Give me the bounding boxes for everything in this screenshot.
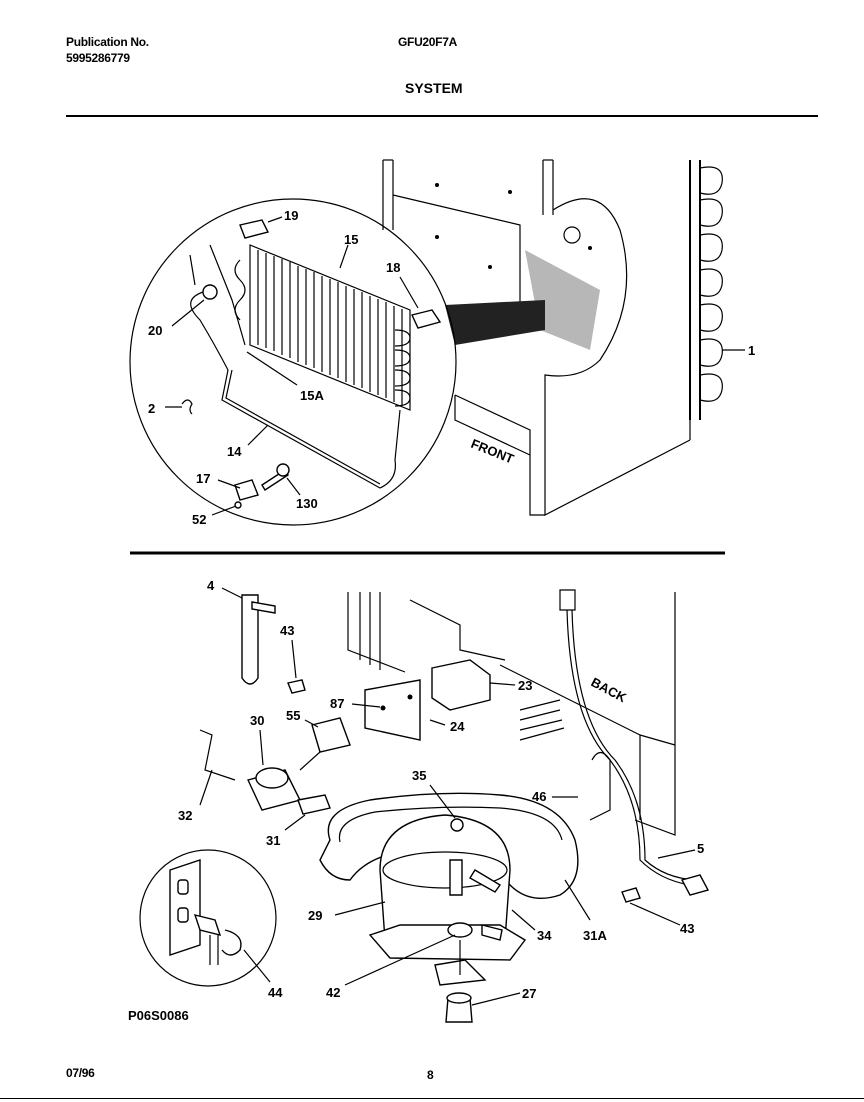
callout-31: 31 [266,833,280,848]
part-24-plate [364,679,421,741]
part-20-shape [202,284,218,300]
callout-24: 24 [450,719,465,734]
callout-32: 32 [178,808,192,823]
outlet-detail-circle [139,849,277,987]
callout-43-upper: 43 [280,623,294,638]
back-label: BACK [589,674,630,705]
front-label: FRONT [469,436,516,467]
callout-30: 30 [250,713,264,728]
callout-19: 19 [284,208,298,223]
part-32-wire [199,729,236,781]
header-rule [66,115,818,117]
callout-1: 1 [748,343,755,358]
plug [680,874,710,896]
callout-20: 20 [148,323,162,338]
callout-46: 46 [532,789,546,804]
callout-18: 18 [386,260,400,275]
callout-5: 5 [697,841,704,856]
part-29-compressor [368,814,527,986]
callout-34: 34 [537,928,552,943]
part-42-grommet [447,922,473,938]
part-30-55-relay-assembly [247,717,351,811]
callout-27: 27 [522,986,536,1001]
callout-55: 55 [286,708,300,723]
lower-cabinet [347,592,676,836]
part-17-shape [234,479,259,501]
callout-130: 130 [296,496,318,511]
part-19-shape [239,219,270,239]
evaporator-detail-circle [129,198,457,526]
section-title: SYSTEM [405,80,463,96]
part-18-shape [411,309,442,329]
condenser-coil [689,160,745,420]
footer-rule [0,1098,864,1099]
model-number: GFU20F7A [398,35,457,49]
callout-14: 14 [227,444,242,459]
callout-29: 29 [308,908,322,923]
callout-31a: 31A [583,928,607,943]
footer-date: 07/96 [66,1066,95,1080]
callout-44: 44 [268,985,283,1000]
publication-number: 5995286779 [66,51,130,65]
harness-connector [559,589,576,611]
publication-label: Publication No. [66,35,149,49]
part-27-mount [445,992,521,1023]
part-43-upper-shape [287,679,306,694]
evaporator-fins [234,244,411,411]
part-35-bolt [450,818,464,832]
part-43-lower-shape [621,887,641,903]
callout-87: 87 [330,696,344,711]
part-52-shape [234,501,242,509]
callout-52: 52 [192,512,206,527]
callout-4: 4 [207,578,215,593]
callout-17: 17 [196,471,210,486]
upper-cabinet [382,159,691,516]
callout-42: 42 [326,985,340,1000]
callout-15: 15 [344,232,358,247]
callout-35: 35 [412,768,426,783]
part-31-shape [297,794,331,815]
part-23-timer [431,659,491,711]
callout-15a: 15A [300,388,324,403]
page-number: 8 [427,1068,434,1082]
callout-23: 23 [518,678,532,693]
part-4-drier [221,587,276,685]
callout-2: 2 [148,401,155,416]
figure-code: P06S0086 [128,1008,189,1023]
callout-43-lower: 43 [680,921,694,936]
